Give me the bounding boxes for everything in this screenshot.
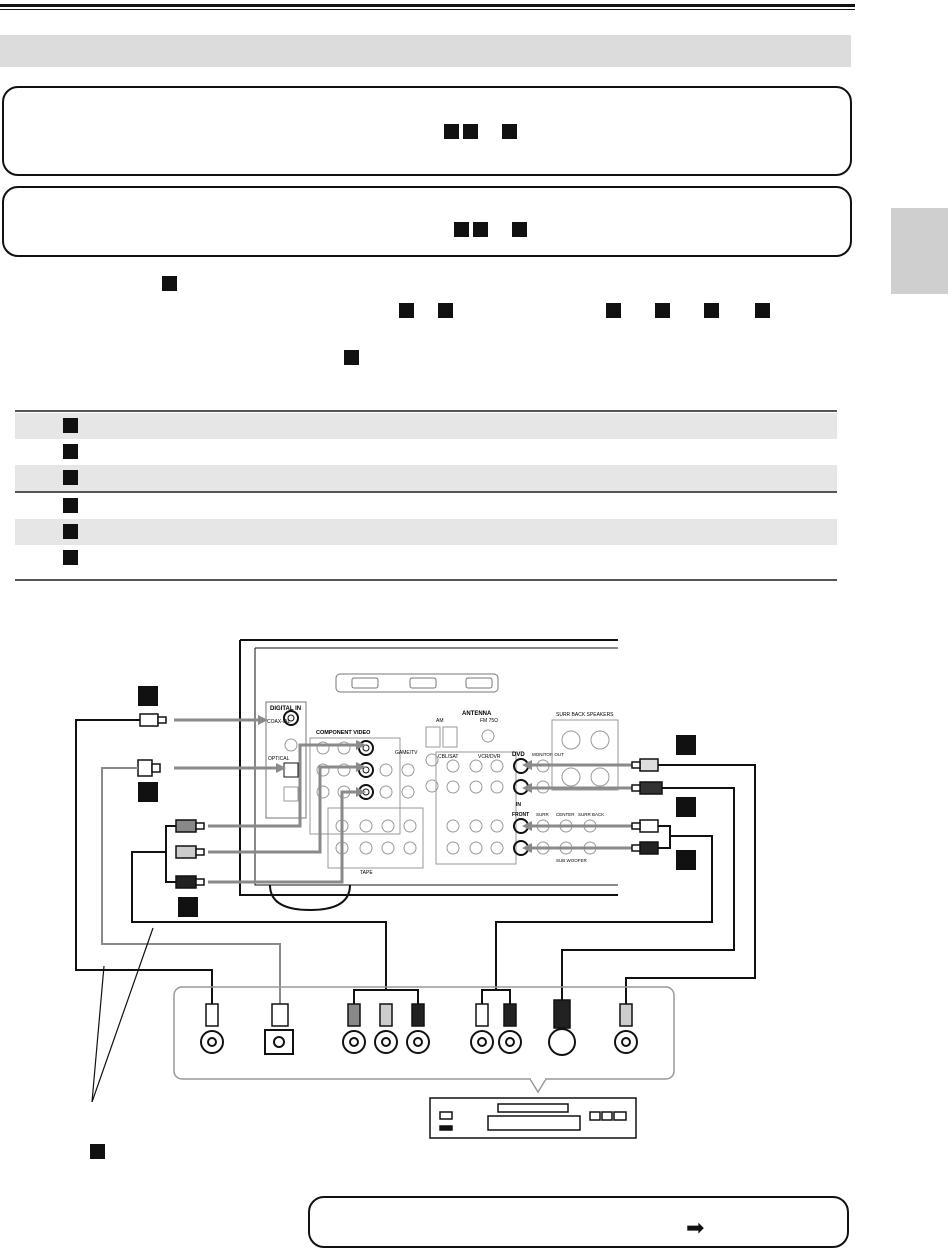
marker-square (63, 550, 78, 565)
surr-back-speakers-label: SURR BACK SPEAKERS (556, 712, 614, 718)
marker-square (704, 303, 719, 318)
section-title-bar (0, 35, 851, 67)
cbl-sat-label: CBL/SAT (438, 754, 458, 760)
marker-square (444, 124, 459, 140)
reference-box (308, 1196, 849, 1248)
tape-label: TAPE (360, 870, 373, 876)
front-label: FRONT (512, 812, 529, 818)
surr-label: SURR (536, 812, 550, 817)
dvd-player-illustration (429, 1097, 637, 1139)
subwoofer-label: SUB WOOFER (556, 858, 588, 863)
cable-optical (101, 767, 281, 1005)
marker-square (63, 470, 78, 485)
cables-black (75, 719, 756, 1005)
center-label: CENTER (556, 812, 575, 817)
connection-table (15, 413, 837, 571)
table-row (15, 545, 837, 571)
marker-square (399, 303, 414, 318)
marker-square (438, 303, 453, 318)
marker-square (63, 444, 78, 459)
marker-square (502, 124, 517, 140)
marker-square (344, 350, 359, 365)
marker-square (63, 418, 78, 433)
table-row (15, 465, 837, 491)
marker-square (63, 524, 78, 539)
table-row (15, 519, 837, 545)
cable-plugs-right (631, 758, 663, 855)
marker-square (63, 498, 78, 513)
top-rule-thin (0, 9, 855, 10)
component-video-label: COMPONENT VIDEO (316, 730, 371, 736)
marker-square (454, 222, 469, 238)
connection-diagram: DIGITAL IN COAX-IAL OPTICAL COMPONENT VI… (75, 639, 756, 1159)
optical-label: OPTICAL (268, 756, 290, 762)
marker-square (755, 303, 770, 318)
marker-square (606, 303, 621, 318)
table-row (15, 439, 837, 465)
monitor-out-label: MONITOR OUT (532, 752, 564, 757)
info-box-1-markers (442, 123, 519, 141)
dvd-player-panel (173, 986, 675, 1080)
table-bottom-rule (15, 579, 837, 581)
marker-square (162, 276, 177, 291)
table-mid-rule (15, 491, 837, 493)
table-row (15, 413, 837, 439)
coaxial-label: COAX-IAL (267, 719, 291, 725)
info-box-1 (2, 86, 852, 176)
top-rule (0, 4, 855, 7)
game-tv-label: GAME/TV (395, 750, 418, 756)
surr-back-small-label: SURR BACK (578, 812, 604, 817)
vcr-dvr-label: VCR/DVR (478, 754, 501, 760)
antenna-label: ANTENNA (462, 711, 492, 717)
pointer-lines (91, 927, 154, 1103)
dvd-label: DVD (512, 752, 525, 758)
marker-square (655, 303, 670, 318)
table-top-rule (15, 410, 837, 412)
am-label: AM (436, 718, 444, 724)
info-box-2 (2, 186, 852, 257)
dvd-player-jacks (200, 1028, 638, 1056)
marker-square (90, 1144, 105, 1159)
callout-markers (138, 686, 696, 917)
info-box-2-markers (452, 221, 529, 239)
marker-square (512, 222, 527, 238)
marker-square (473, 222, 488, 238)
side-chapter-tab (891, 208, 948, 294)
table-row (15, 493, 837, 519)
in-label: IN (516, 802, 521, 808)
digital-in-label: DIGITAL IN (270, 706, 301, 712)
dvd-player-plugs (205, 999, 633, 1029)
signal-arrows (174, 718, 640, 884)
right-arrow-icon: ➡ (686, 1215, 705, 1240)
marker-square (463, 124, 478, 140)
fm-label: FM 75Ω (480, 718, 498, 724)
receiver-rear-panel: DIGITAL IN COAX-IAL OPTICAL COMPONENT VI… (239, 639, 619, 912)
